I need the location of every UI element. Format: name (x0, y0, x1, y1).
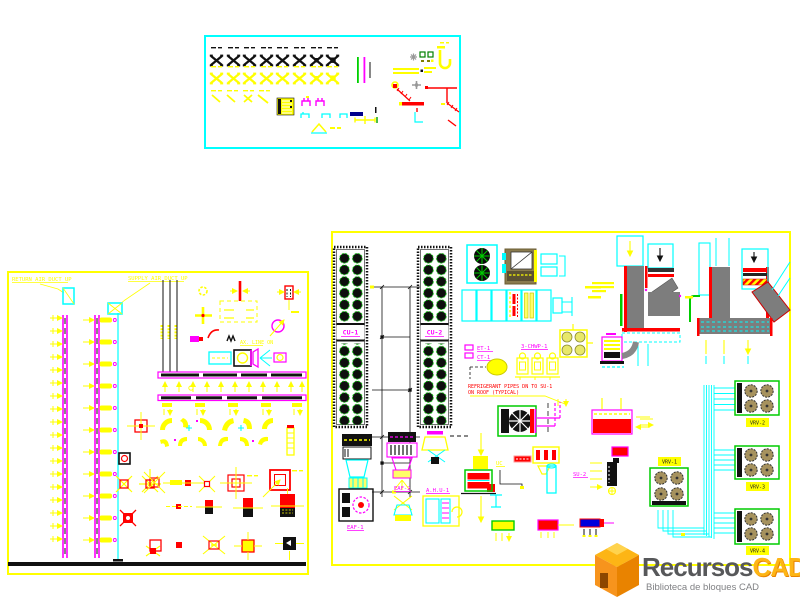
cooling-tower-icon (466, 244, 498, 284)
condensing-unit-2: CU-2 (416, 245, 453, 429)
rooftop-unit-icon (502, 248, 566, 285)
duct-riser-panel: RETURN AIR DUCT UP SUPPLY AIR DUCT UP (7, 271, 309, 575)
exhaust-fan-1: EAF-1 (338, 434, 374, 531)
damper-detail-icon (219, 281, 258, 323)
equipment-panel: CU-1 CU-2 (331, 231, 791, 566)
condensing-unit-1: CU-1 (332, 245, 369, 429)
exhaust-fan-2: EAF-2 (386, 432, 418, 521)
supply-duct-label: SUPPLY AIR DUCT UP (128, 276, 188, 282)
vrv2-label: VRV-2 (750, 421, 765, 427)
bottom-grilles (491, 518, 614, 541)
ahu-section-a (592, 235, 682, 368)
ground-line (8, 562, 306, 566)
thermostat-icon (269, 285, 301, 337)
uc-label: UC (496, 461, 503, 467)
diffuser-row-c-icon (149, 532, 304, 560)
ahu-plan-icon (461, 286, 601, 322)
vrv-unit-1: VRV-1 (649, 457, 689, 507)
diffuser-row-b-icon (166, 488, 304, 517)
ax-line-label: AX. LINE ON (240, 340, 273, 346)
heat-exchanger-icon (559, 324, 593, 358)
return-duct-label: RETURN AIR DUCT UP (12, 277, 72, 283)
ahu1-block: A.H.U-1 (422, 488, 463, 527)
legend-lines-icon (357, 57, 377, 113)
return-duct-section-icon (157, 394, 307, 415)
recursoscad-logo[interactable]: RecursosCAD Biblioteca de bloques CAD (592, 540, 800, 600)
vrv1-label: VRV-1 (662, 460, 677, 466)
refrigerant-note-line1: REFRIGERANT PIPES DN TO SU-1 (468, 384, 552, 390)
duct-riser-icon (437, 42, 452, 70)
top-symbols-panel (204, 35, 461, 149)
refrigerant-note-line2: ON ROOF (TYPICAL) (468, 390, 519, 396)
misc-legend-icon (410, 51, 434, 62)
vrv-unit-4: VRV-4 (734, 508, 780, 555)
propeller-fan-icon (497, 402, 561, 437)
return-riser-icon (50, 315, 68, 558)
vrv-unit-2: VRV-2 (734, 380, 780, 427)
damper-row-black-icon (208, 47, 341, 68)
ct1-label: CT-1 (477, 355, 490, 361)
chilled-water-pumps: 3-CHWP-1 (469, 344, 560, 380)
su2-label: SU-2 (573, 472, 586, 478)
supply-duct-up-icon (107, 302, 123, 315)
vrv-unit-3: VRV-3 (734, 445, 780, 491)
eaf2-label: EAF-2 (394, 486, 411, 492)
fitting-row-icon (211, 90, 270, 104)
vrv4-label: VRV-4 (750, 549, 765, 555)
stacked-coil-icon (461, 433, 496, 524)
refrigerant-note: REFRIGERANT PIPES DN TO SU-1 ON ROOF (TY… (468, 384, 566, 406)
return-duct-up-icon (62, 287, 75, 305)
ahu1-label: A.H.U-1 (426, 488, 449, 494)
elbow-fittings-icon (160, 418, 273, 447)
logo-cube-icon (595, 543, 639, 597)
cu1-label: CU-1 (343, 329, 359, 337)
flex-duct-icon (286, 425, 295, 456)
fan-symbol-icon (195, 286, 212, 324)
logo-tagline: Biblioteca de bloques CAD (646, 582, 760, 593)
ahu-section-b (685, 238, 791, 364)
et1-label: ET-1 (477, 346, 490, 352)
refrigerant-pipe-icon (354, 84, 460, 127)
pumps-label: 3-CHWP-1 (521, 344, 548, 350)
tank-funnel-icon (532, 446, 560, 494)
supply-duct-section-icon (157, 371, 307, 392)
vrv-system: VRV-1 VRV-2 VRV- (640, 380, 780, 555)
eaf1-label: EAF-1 (347, 525, 364, 531)
curb-lines-icon (160, 280, 178, 372)
logo-brand-accent: CAD (752, 552, 800, 582)
su2-group: SU-2 (573, 446, 629, 496)
uc-group: UC (487, 455, 532, 508)
inline-fan-icon (208, 347, 287, 369)
schedule-block-icon (276, 97, 295, 116)
damper-row-yellow-icon (208, 66, 341, 86)
logo-wordmark: RecursosCAD (642, 552, 800, 583)
supply-riser-icon (83, 313, 123, 562)
cone-diffuser-icon (421, 431, 468, 464)
ax-line-group: AX. LINE ON (190, 329, 273, 346)
diffuser-row-a-icon (143, 467, 303, 499)
cu2-label: CU-2 (427, 329, 443, 337)
hanger-symbols-icon (300, 96, 363, 134)
logo-brand-primary: Recursos (642, 552, 753, 582)
duct-heater-icon (591, 398, 650, 435)
vrv3-label: VRV-3 (750, 485, 765, 491)
